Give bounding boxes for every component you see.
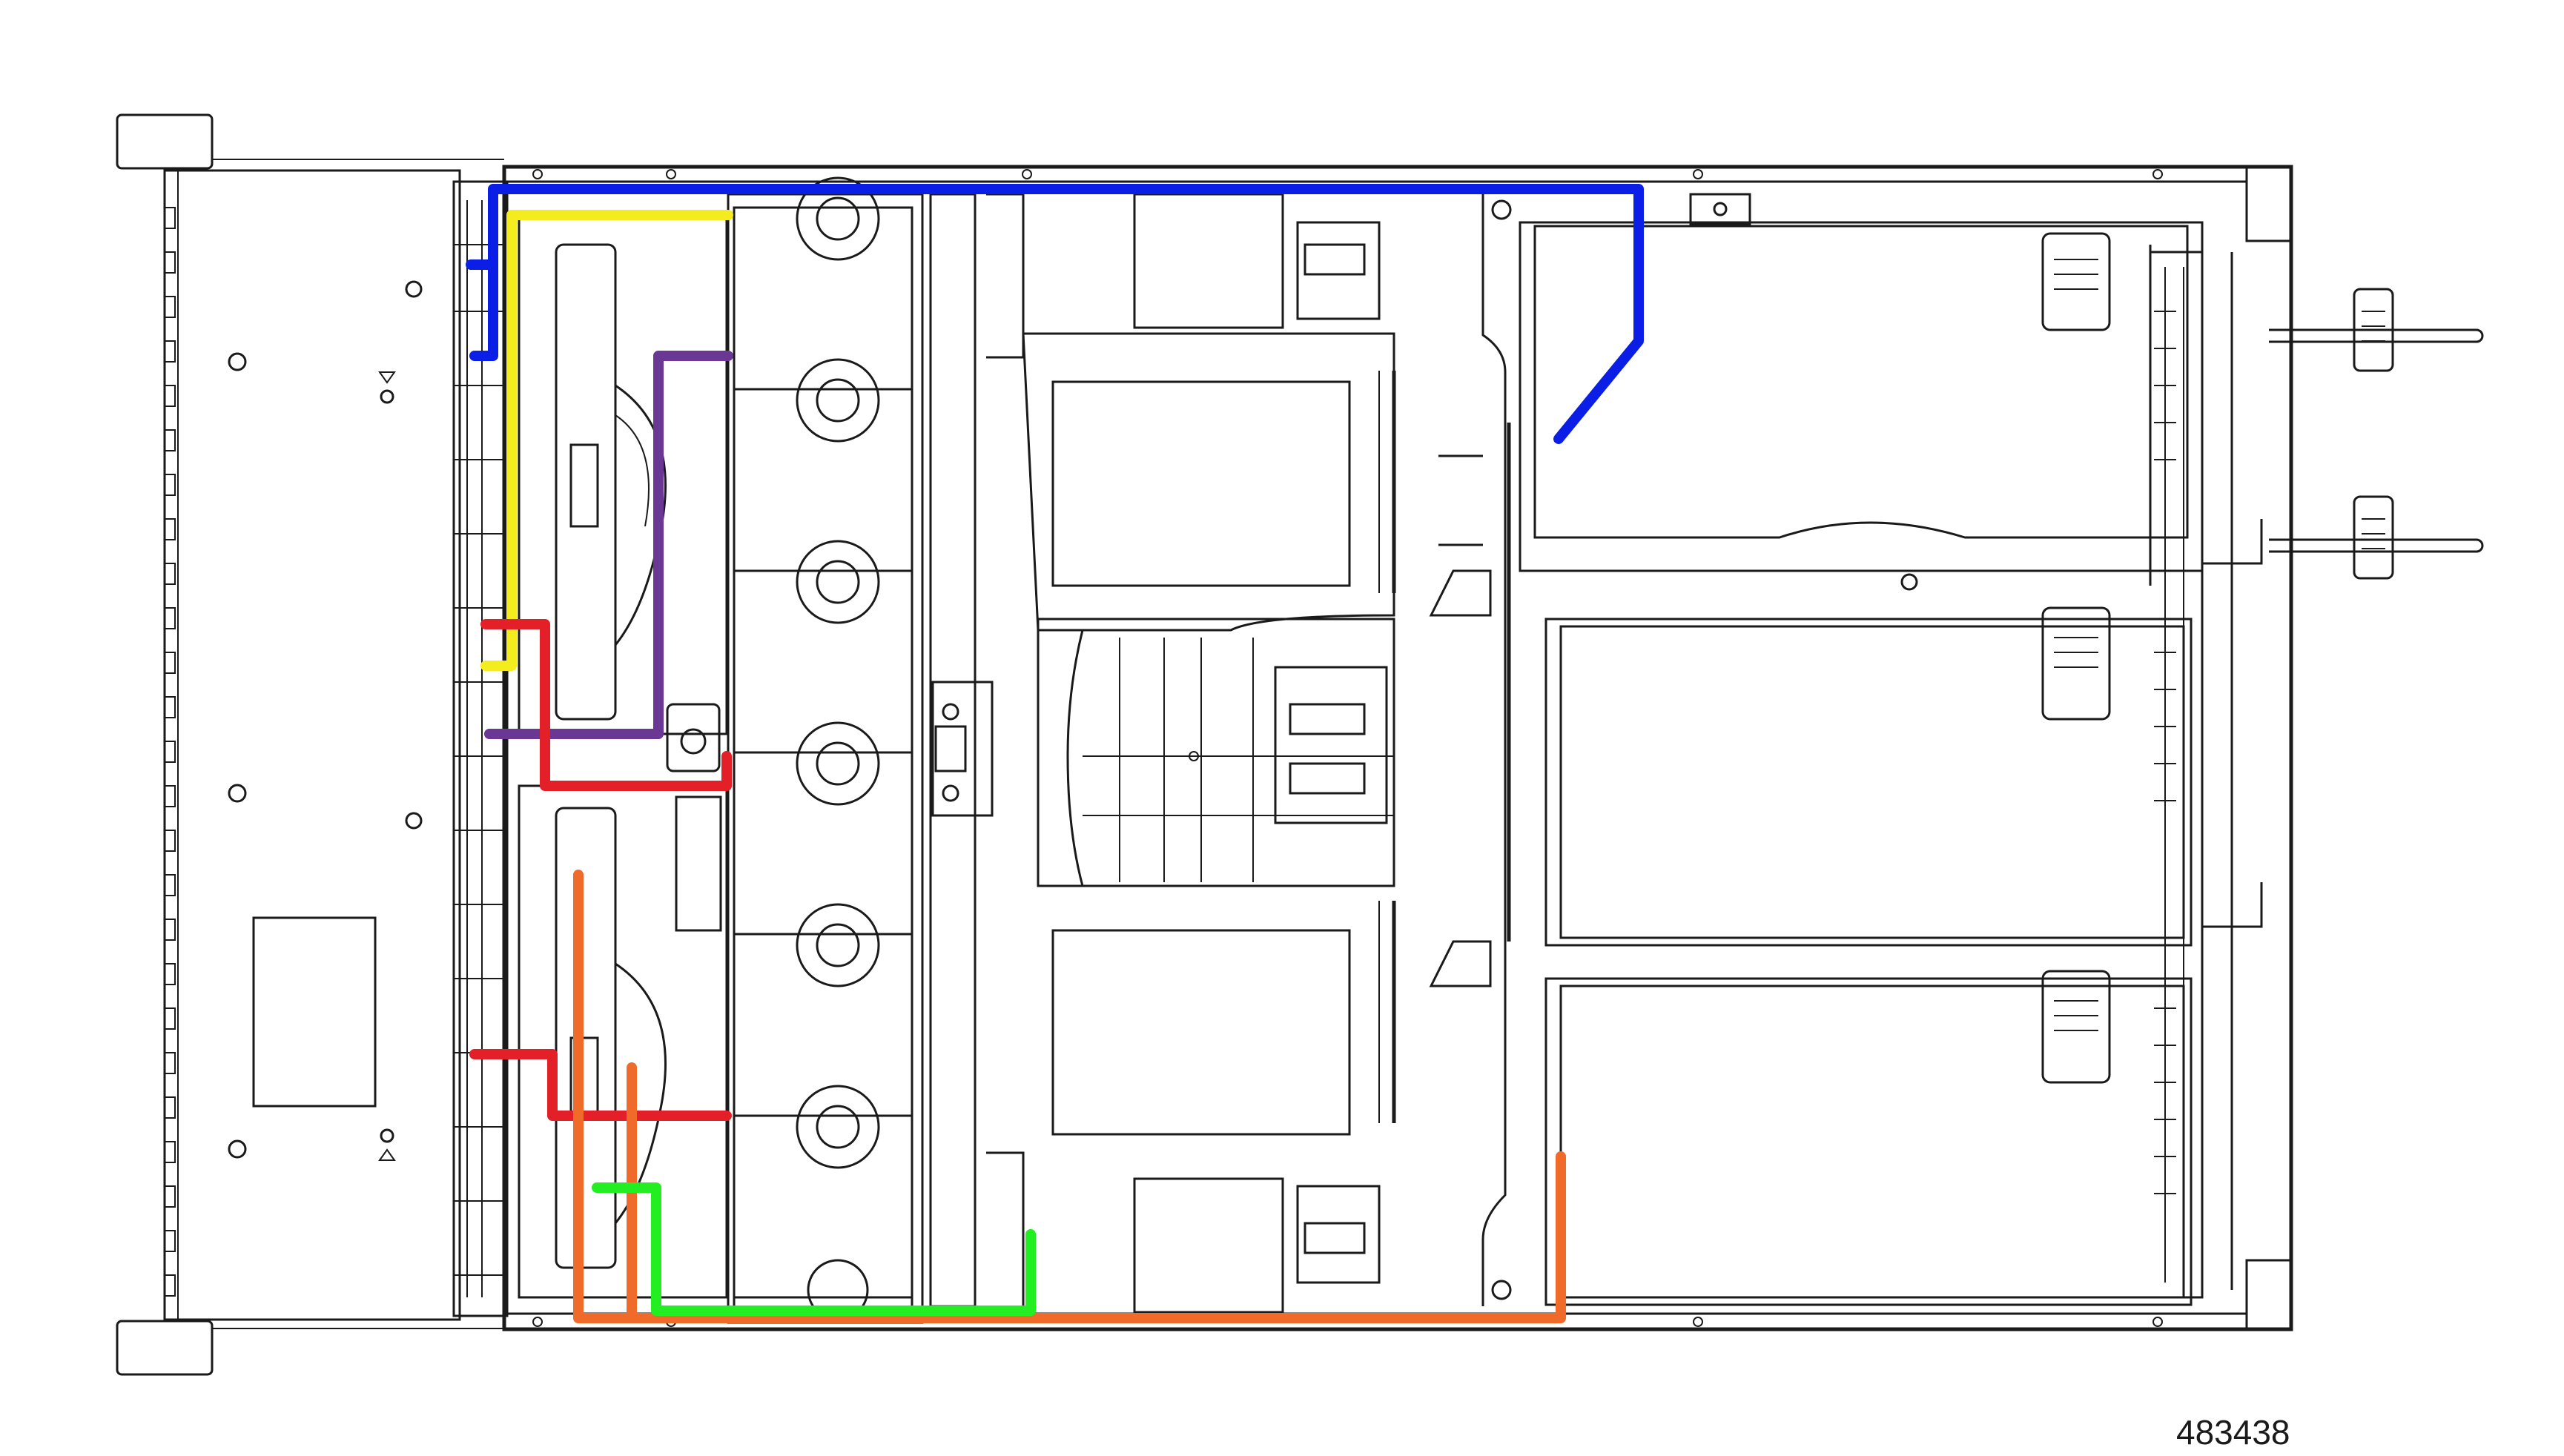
yellow-cable [480,210,733,671]
rack-ear-bottom [116,1320,214,1376]
fan-cage [727,193,924,1324]
guide-funnel [1429,940,1492,987]
blue-cable [466,184,1644,444]
front-hole [228,352,247,371]
cable-routes [466,184,1644,1323]
red-cable [469,619,732,1121]
chassis-body [502,165,2293,1331]
fan-module [733,540,913,754]
psu-handle-bottom [2269,495,2484,580]
riser-card-1 [1533,225,2189,539]
storage-controller-bottom [518,784,728,1299]
center-latch [931,681,994,817]
front-label-plate [252,916,377,1108]
controller-tray-bottom [518,784,728,1299]
rear-pcie-brackets [2150,251,2263,1299]
bezel-vents [165,207,176,1297]
cpu-heatsink-bottom [1051,929,1351,1136]
riser-card-2 [1559,625,2185,939]
psu-handle-top [2269,288,2484,372]
figure-id: 483438 [2176,1413,2290,1452]
fan-module [733,358,913,572]
purple-cable [484,351,733,739]
riser-cage-1 [1519,193,2204,591]
fan-module-row [727,176,924,1324]
fan-module [733,1085,913,1299]
riser-card-3 [1559,985,2185,1299]
latch-top [1133,193,1381,329]
front-drive-bay [116,113,509,1376]
rack-ear-top [116,113,214,170]
riser-cage-2 [1544,606,2193,947]
green-cable [592,1182,1036,1316]
chassis-outline [502,165,2293,1331]
latch-middle [1274,666,1388,824]
cpu-heatsink-top [1051,380,1351,587]
front-bezel [163,169,461,1321]
fan-module [733,176,913,391]
riser-cage-3 [1544,970,2193,1306]
drive-backplane [452,180,509,1317]
fan-module [733,903,913,1117]
guide-funnel [1429,569,1492,617]
air-duct [929,193,1512,1317]
latch-bottom [1133,1177,1381,1314]
fan-module [733,721,913,936]
